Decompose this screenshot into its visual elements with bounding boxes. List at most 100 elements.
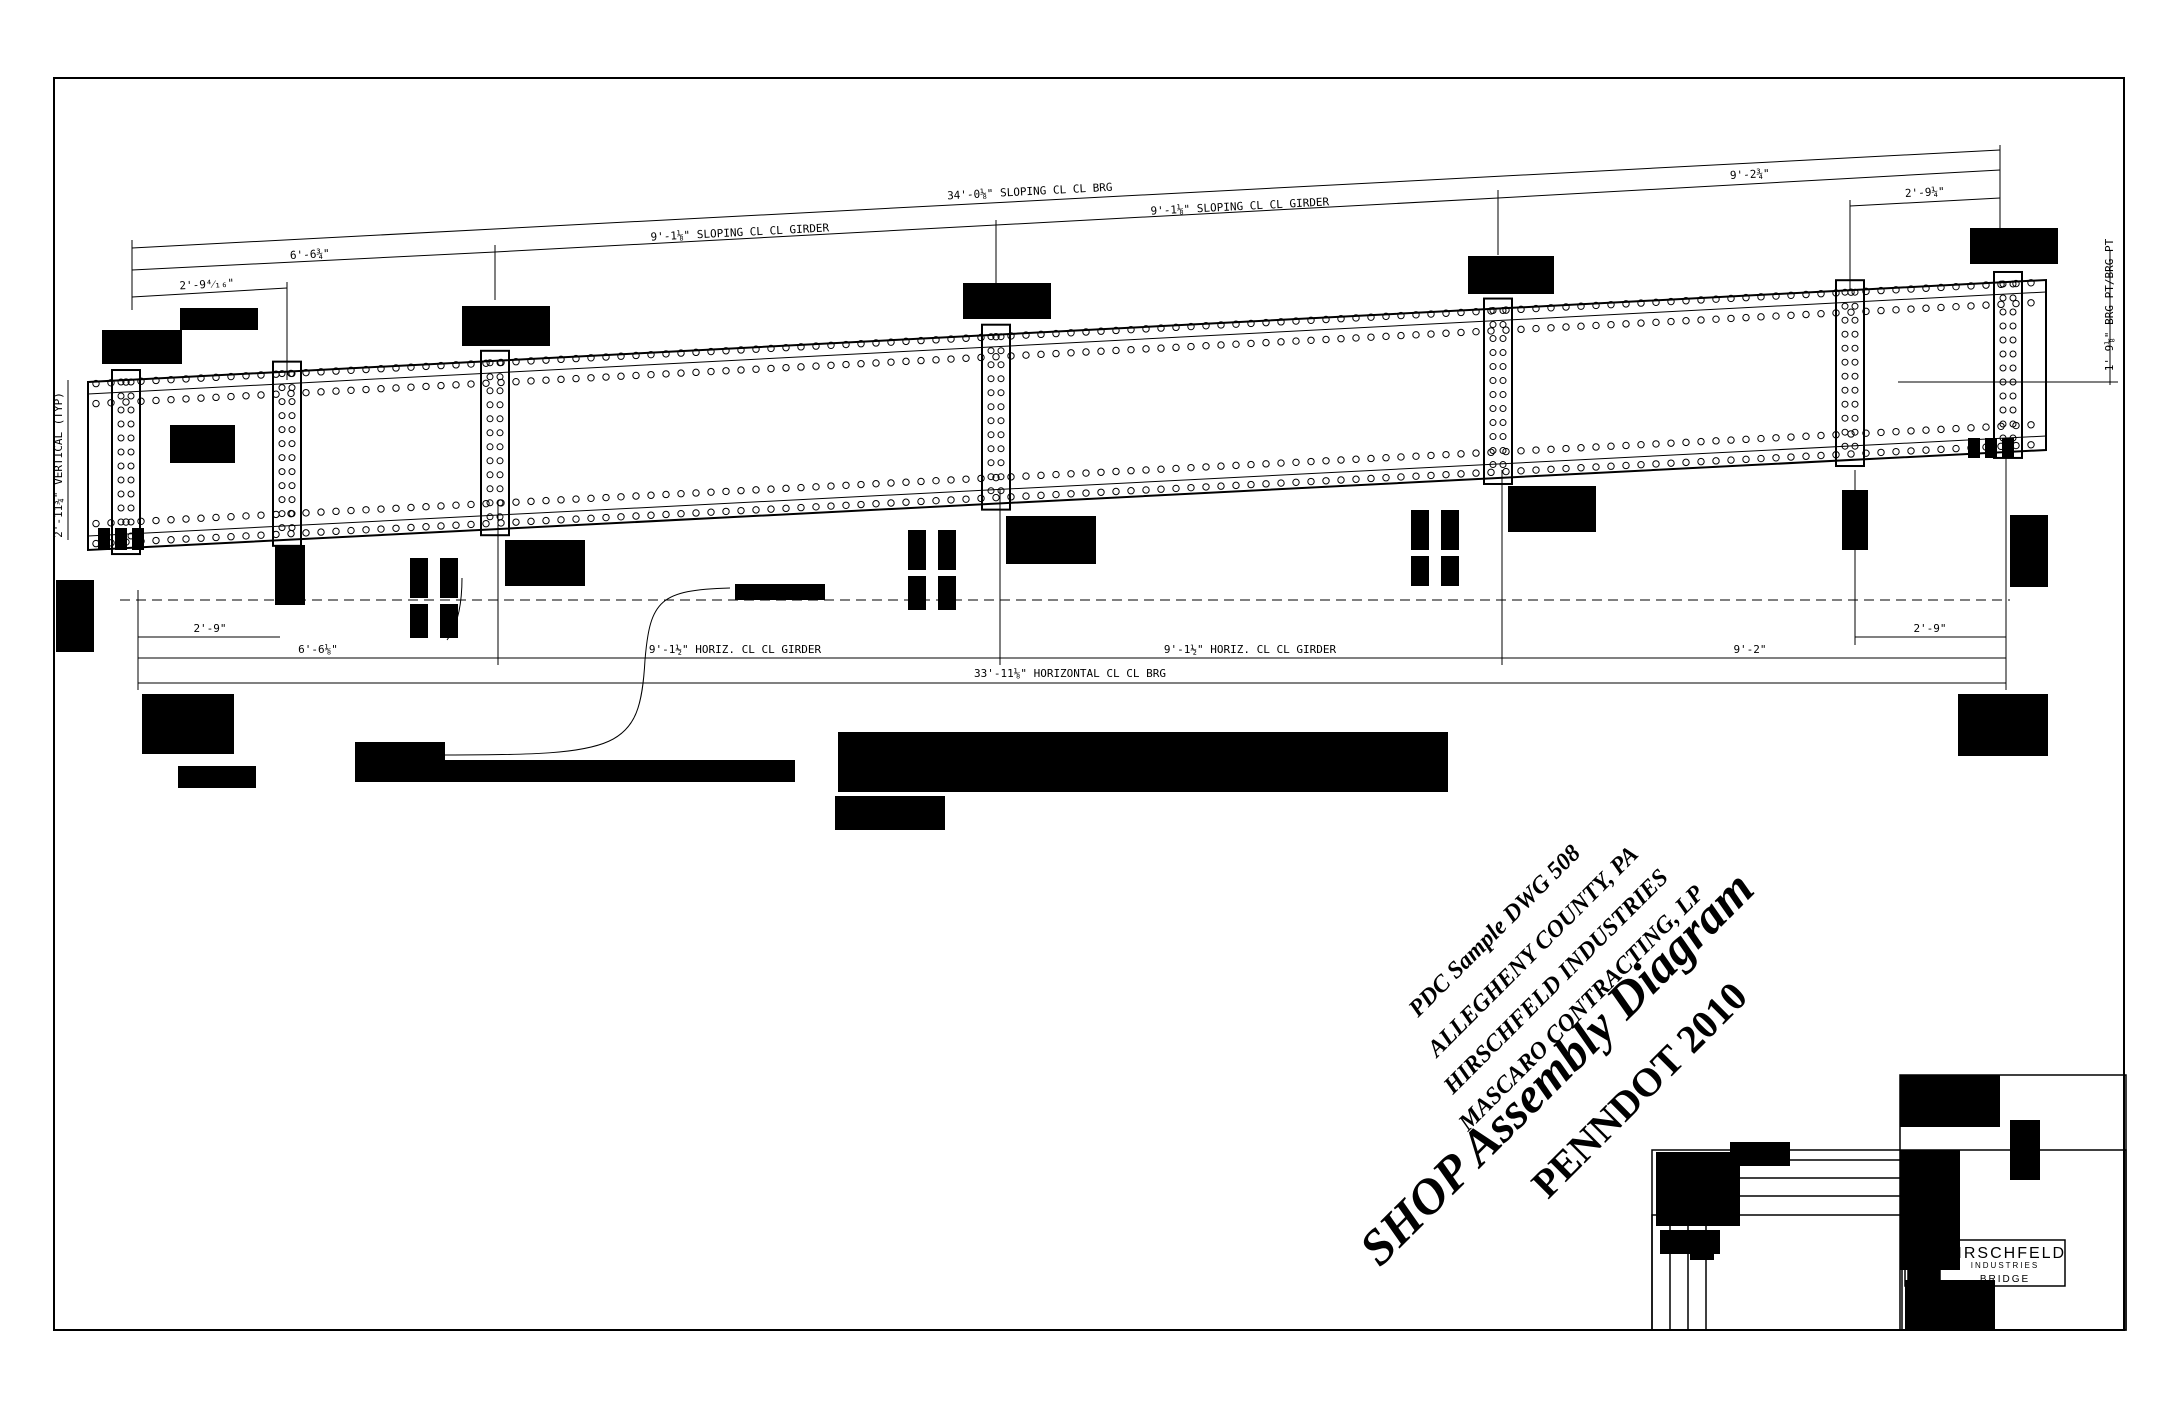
- bolt-hole: [152, 516, 160, 525]
- stiffener-bolt: [278, 454, 286, 462]
- bolt-hole: [1652, 298, 1660, 307]
- bolt-hole: [617, 513, 625, 521]
- bolt-hole: [1202, 483, 1210, 491]
- bolt-hole: [647, 370, 655, 379]
- stiffener-bolt: [486, 415, 494, 423]
- bolt-hole: [1232, 340, 1240, 348]
- bolt-hole: [1412, 311, 1420, 319]
- bolt-hole: [1697, 316, 1705, 324]
- bolt-hole: [1862, 307, 1870, 316]
- bolt-hole: [1097, 488, 1105, 496]
- bolt-hole: [1712, 457, 1720, 465]
- bolt-hole: [2027, 279, 2035, 287]
- stiffener-bolt: [127, 378, 135, 386]
- bolt-hole: [917, 477, 925, 486]
- bolt-hole: [1142, 325, 1150, 333]
- bolt-hole: [1862, 449, 1870, 457]
- bolt-hole: [1712, 315, 1720, 323]
- bolt-hole: [1547, 465, 1555, 473]
- bolt-hole: [1382, 332, 1390, 341]
- bolt-hole: [467, 360, 475, 368]
- bolt-hole: [227, 512, 235, 521]
- bolt-hole: [1457, 450, 1465, 458]
- bolt-hole: [167, 536, 175, 544]
- stiffener-bolt: [288, 496, 296, 504]
- bolt-hole: [962, 475, 970, 483]
- bolt-hole: [2027, 441, 2035, 449]
- bolt-hole: [782, 504, 790, 513]
- bolt-hole: [392, 524, 400, 532]
- stiffener: [981, 323, 1011, 511]
- bolt-hole: [1397, 331, 1405, 340]
- bolt-hole: [722, 507, 730, 516]
- bolt-hole: [1652, 440, 1660, 448]
- bolt-hole: [1592, 321, 1600, 330]
- bolt-hole: [1187, 463, 1195, 472]
- bolt-hole: [1577, 322, 1585, 330]
- bolt-hole: [1217, 482, 1225, 490]
- bolt-hole: [497, 378, 505, 387]
- bolt-hole: [1622, 320, 1630, 328]
- stiffener-bolt: [1851, 316, 1859, 324]
- bolt-hole: [182, 395, 190, 403]
- bolt-hole: [1262, 480, 1270, 488]
- bolt-hole: [452, 381, 460, 389]
- bolt-hole: [1202, 322, 1210, 330]
- bolt-hole: [722, 487, 730, 496]
- stiffener-bolt: [1841, 400, 1849, 408]
- bolt-hole: [602, 493, 610, 502]
- stiffener-bolt: [486, 513, 494, 521]
- bolt-hole: [1517, 305, 1525, 314]
- stiffener-bolt: [987, 389, 995, 397]
- bolt-hole: [1697, 457, 1705, 466]
- title-block: [1651, 1074, 2127, 1331]
- bolt-hole: [1562, 464, 1570, 473]
- bolt-hole: [1037, 350, 1045, 359]
- stiffener-bolt: [2009, 364, 2017, 372]
- bolt-hole: [1307, 477, 1315, 486]
- stiffener-bolt: [1489, 405, 1497, 413]
- bolt-hole: [362, 385, 370, 394]
- bolt-hole: [1232, 481, 1240, 490]
- stiffener-bolt: [987, 375, 995, 383]
- bolt-hole: [1277, 338, 1285, 346]
- bolt-hole: [602, 373, 610, 381]
- bolt-hole: [1067, 329, 1075, 337]
- stiffener-bolt: [1851, 358, 1859, 366]
- bolt-hole: [1502, 326, 1510, 334]
- bolt-hole: [1607, 442, 1615, 450]
- bolt-hole: [1292, 458, 1300, 467]
- bolt-hole: [1097, 327, 1105, 335]
- bolt-hole: [1517, 325, 1525, 334]
- bolt-hole: [1202, 342, 1210, 350]
- bolt-hole: [887, 499, 895, 507]
- bolt-hole: [1727, 294, 1735, 303]
- dim-bottom-span-end: 9'-2": [1733, 643, 1766, 656]
- stiffener-bolt: [997, 403, 1005, 411]
- stiffener-bolt: [1499, 391, 1507, 399]
- bolt-hole: [1022, 472, 1030, 480]
- bolt-hole: [857, 340, 865, 348]
- bolt-hole: [332, 507, 340, 516]
- bolt-hole: [737, 366, 745, 374]
- bolt-hole: [1397, 473, 1405, 481]
- stiffener-bolt: [1489, 447, 1497, 455]
- bolt-hole: [1802, 452, 1810, 460]
- stiffener-bolt: [997, 389, 1005, 397]
- bolt-hole: [707, 488, 715, 496]
- bolt-hole: [1727, 436, 1735, 444]
- bolt-hole: [512, 378, 520, 386]
- stiffener-bolt: [987, 361, 995, 369]
- stiffener-bolt: [2009, 322, 2017, 330]
- bolt-hole: [1937, 425, 1945, 434]
- bolt-hole: [347, 526, 355, 535]
- bolt-hole: [242, 372, 250, 380]
- stiffener-bolt: [117, 434, 125, 442]
- bolt-hole: [1982, 301, 1990, 309]
- bolt-hole: [1682, 458, 1690, 467]
- stiffener-bolt: [288, 524, 296, 532]
- bolt-hole: [242, 392, 250, 400]
- stiffener-bolt: [127, 476, 135, 484]
- bolt-hole: [1757, 454, 1765, 463]
- bolt-hole: [827, 502, 835, 510]
